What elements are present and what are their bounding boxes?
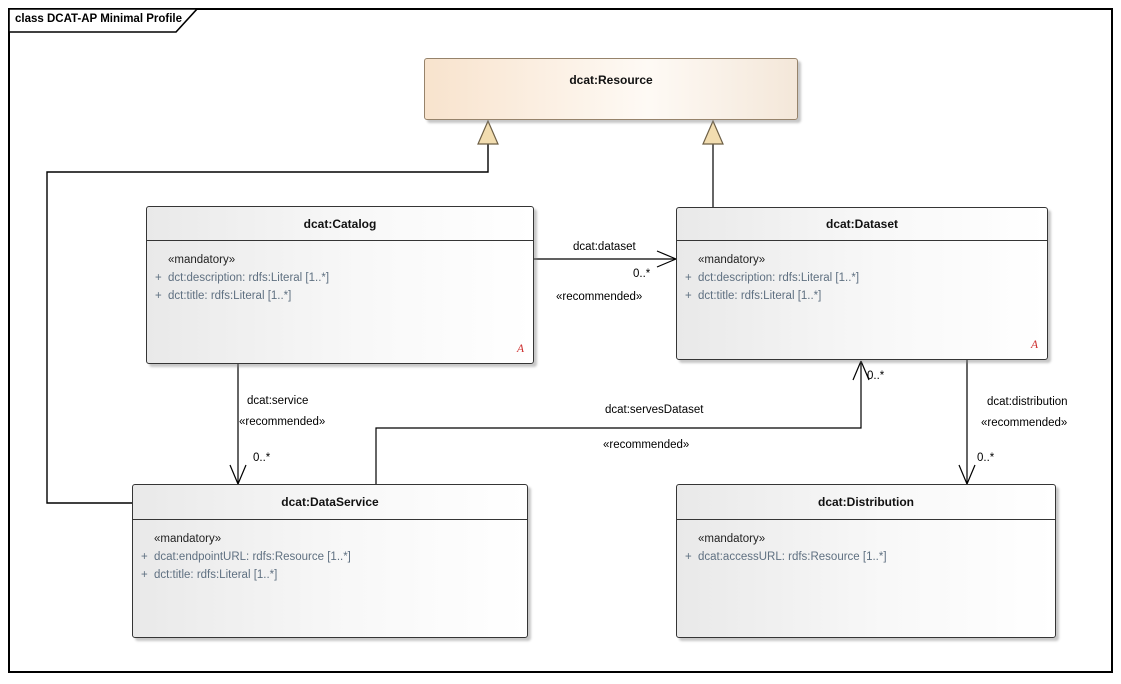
class-title: dcat:Distribution: [818, 495, 914, 509]
visibility-marker: +: [685, 290, 692, 302]
attribute-text: dct:title: rdfs:Literal [1..*]: [154, 569, 278, 581]
attribute-text: dct:title: rdfs:Literal [1..*]: [698, 290, 822, 302]
association-label-servesdataset[interactable]: dcat:servesDataset: [605, 404, 704, 416]
attribute-text: dct:description: rdfs:Literal [1..*]: [698, 272, 860, 284]
class-title: dcat:DataService: [281, 495, 379, 509]
stereotype-label: «mandatory»: [698, 254, 766, 266]
visibility-marker: +: [155, 290, 162, 302]
attribute-row[interactable]: + dct:description: rdfs:Literal [1..*]: [147, 270, 533, 288]
association-label-distribution[interactable]: dcat:distribution: [987, 396, 1068, 408]
class-title: dcat:Dataset: [825, 217, 899, 231]
attribute-row[interactable]: + dct:description: rdfs:Literal [1..*]: [677, 270, 1047, 288]
visibility-marker: +: [141, 551, 148, 563]
attributes-compartment: «mandatory» + dct:description: rdfs:Lite…: [677, 241, 1047, 306]
class-box-catalog[interactable]: dcat:Catalog «mandatory» + dct:descripti…: [146, 206, 534, 364]
class-title: dcat:Catalog: [303, 216, 377, 231]
stereotype-distribution: «recommended»: [981, 417, 1068, 429]
attribute-row[interactable]: + dct:title: rdfs:Literal [1..*]: [133, 567, 527, 585]
stereotype-dataset: «recommended»: [556, 291, 643, 303]
class-box-resource[interactable]: dcat:Resource: [424, 58, 798, 120]
attribute-text: dcat:endpointURL: rdfs:Resource [1..*]: [154, 551, 351, 563]
attribute-row[interactable]: + dcat:accessURL: rdfs:Resource [1..*]: [677, 549, 1055, 567]
multiplicity-distribution: 0..*: [977, 452, 995, 464]
attribute-text: dcat:accessURL: rdfs:Resource [1..*]: [698, 551, 887, 563]
attribute-text: dct:description: rdfs:Literal [1..*]: [168, 272, 330, 284]
association-label-dataset[interactable]: dcat:dataset: [573, 241, 636, 253]
class-box-dataservice[interactable]: dcat:DataService «mandatory» + dcat:endp…: [132, 484, 528, 638]
class-box-distribution[interactable]: dcat:Distribution «mandatory» + dcat:acc…: [676, 484, 1056, 638]
attribute-row[interactable]: + dcat:endpointURL: rdfs:Resource [1..*]: [133, 549, 527, 567]
visibility-marker: +: [685, 551, 692, 563]
multiplicity-servesdataset: 0..*: [867, 370, 885, 382]
multiplicity-dataset: 0..*: [633, 268, 651, 280]
abstract-marker: A: [516, 343, 524, 355]
attribute-text: dct:title: rdfs:Literal [1..*]: [168, 290, 292, 302]
stereotype-label: «mandatory»: [698, 533, 766, 545]
class-title: dcat:Resource: [569, 73, 653, 87]
stereotype-servesdataset: «recommended»: [603, 439, 690, 451]
multiplicity-service: 0..*: [253, 452, 271, 464]
attributes-compartment: «mandatory» + dcat:endpointURL: rdfs:Res…: [133, 520, 527, 585]
class-box-dataset[interactable]: dcat:Dataset «mandatory» + dct:descripti…: [676, 207, 1048, 360]
attributes-compartment: «mandatory» + dct:description: rdfs:Lite…: [147, 241, 533, 306]
diagram-title: class DCAT-AP Minimal Profile: [15, 13, 183, 25]
stereotype-service: «recommended»: [239, 416, 326, 428]
attribute-row[interactable]: + dct:title: rdfs:Literal [1..*]: [147, 288, 533, 306]
abstract-marker: A: [1030, 339, 1038, 351]
association-label-service[interactable]: dcat:service: [247, 395, 309, 407]
visibility-marker: +: [155, 272, 162, 284]
stereotype-label: «mandatory»: [154, 533, 222, 545]
attribute-row[interactable]: + dct:title: rdfs:Literal [1..*]: [677, 288, 1047, 306]
visibility-marker: +: [141, 569, 148, 581]
visibility-marker: +: [685, 272, 692, 284]
stereotype-label: «mandatory»: [168, 254, 236, 266]
attributes-compartment: «mandatory» + dcat:accessURL: rdfs:Resou…: [677, 520, 1055, 567]
